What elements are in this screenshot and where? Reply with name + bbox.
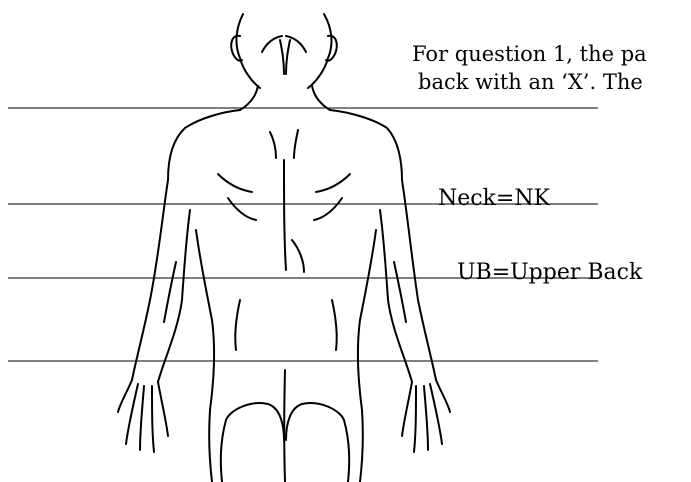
neck-region-label: Neck=NK (438, 187, 550, 211)
head-outline (236, 14, 331, 88)
instruction-text-line-2: back with an ‘X’. The (418, 70, 643, 94)
arm-right-inner (380, 210, 412, 382)
torso-left (196, 230, 214, 482)
torso-right (358, 230, 376, 482)
neck-left (240, 86, 258, 110)
arm-left-outer (132, 180, 168, 380)
arm-right-outer (402, 180, 436, 380)
hand-right (402, 380, 450, 452)
neck-right (312, 86, 330, 110)
shoulder-right (330, 110, 402, 180)
upper-back-region-label: UB=Upper Back (457, 261, 642, 285)
instruction-text-line-1: For question 1, the pa (412, 42, 647, 66)
shoulder-left (168, 110, 240, 180)
arm-left-inner (158, 210, 190, 382)
hand-left (118, 380, 168, 452)
